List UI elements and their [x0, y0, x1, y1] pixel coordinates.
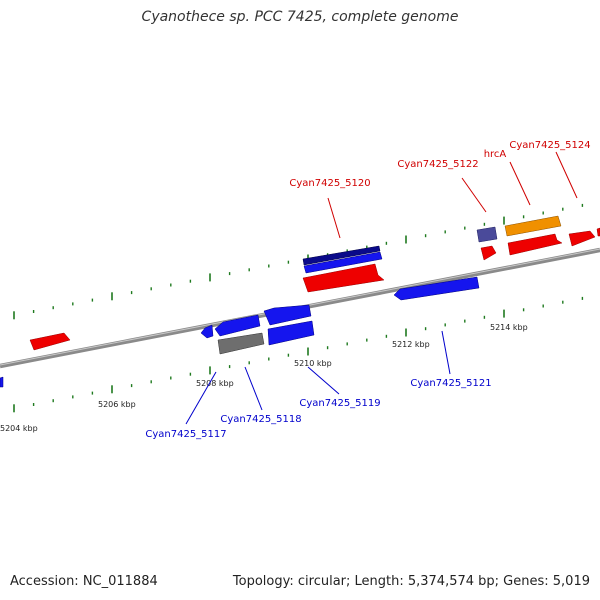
gene-label[interactable]: Cyan7425_5121 [410, 378, 491, 389]
gene-arrow[interactable] [200, 324, 214, 339]
gene-label[interactable]: hrcA [484, 149, 507, 160]
kbp-label: 5210 kbp [294, 359, 332, 368]
gene-arrow[interactable] [267, 320, 315, 346]
accession-text: Accession: NC_011884 [10, 574, 158, 589]
callout-line [509, 161, 531, 206]
gene-arrow[interactable] [568, 230, 596, 247]
gene-label[interactable]: Cyan7425_5120 [289, 178, 370, 189]
kbp-label: 5212 kbp [392, 340, 430, 349]
gene-arrow[interactable] [303, 251, 383, 274]
gene-arrow[interactable] [476, 226, 498, 243]
gene-arrow[interactable] [507, 233, 563, 256]
callout-line [185, 371, 217, 425]
gene-arrow[interactable] [214, 314, 261, 337]
gene-label[interactable]: Cyan7425_5119 [299, 398, 380, 409]
callout-line [441, 330, 451, 375]
tick-row-lower [13, 296, 584, 413]
callout-line [307, 366, 340, 395]
gene-arrow[interactable] [480, 245, 497, 261]
kbp-label: 5204 kbp [0, 424, 38, 433]
gene-arrow[interactable] [302, 245, 381, 266]
gene-arrow[interactable] [504, 215, 562, 237]
genome-title: Cyanothece sp. PCC 7425, complete genome [141, 9, 459, 25]
gene-arrow[interactable] [302, 263, 385, 293]
callout-line [461, 177, 487, 213]
gene-label[interactable]: Cyan7425_5117 [145, 429, 226, 440]
gene-arrow[interactable] [217, 332, 265, 355]
kbp-label: 5206 kbp [98, 400, 136, 409]
gene-arrow[interactable] [263, 304, 312, 326]
gene-label[interactable]: Cyan7425_5124 [509, 140, 590, 151]
gene-arrow[interactable] [0, 376, 4, 388]
gene-arrow[interactable] [29, 332, 71, 351]
gene-label[interactable]: Cyan7425_5122 [397, 159, 478, 170]
callout-line [327, 197, 341, 239]
callout-line [244, 366, 263, 411]
callout-line [555, 151, 578, 199]
genome-info-text: Topology: circular; Length: 5,374,574 bp… [232, 574, 590, 589]
gene-arrow[interactable] [596, 227, 600, 237]
kbp-label: 5214 kbp [490, 323, 528, 332]
kbp-label: 5208 kbp [196, 379, 234, 388]
gene-label[interactable]: Cyan7425_5118 [220, 414, 301, 425]
tick-row-upper [13, 203, 584, 320]
gene-arrow[interactable] [393, 276, 480, 301]
